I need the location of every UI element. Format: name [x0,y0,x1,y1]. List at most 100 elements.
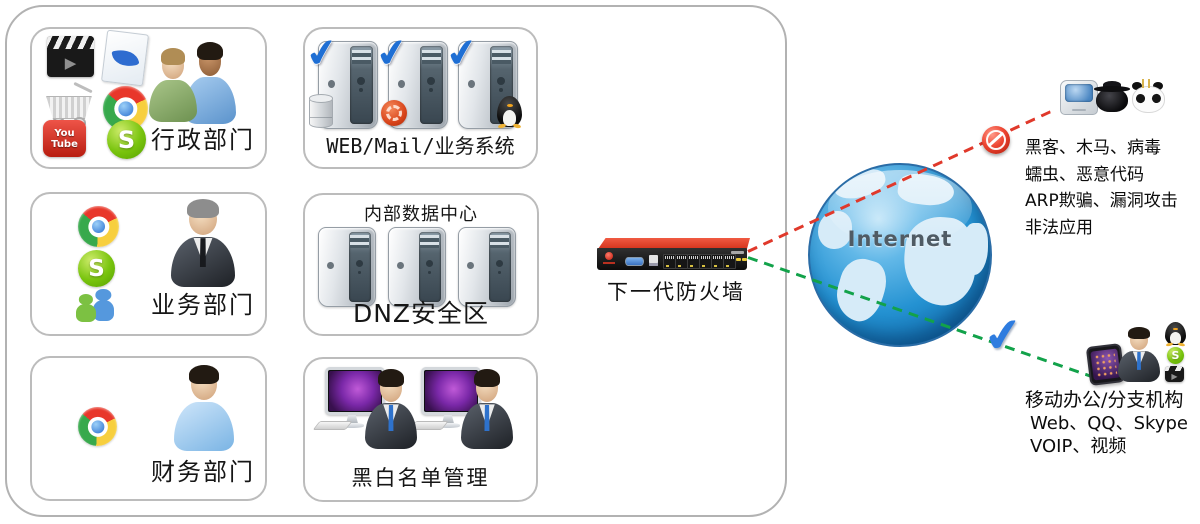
business-zone-label: 业务部门 [151,291,255,319]
blacklist-admin-user [365,368,417,449]
hacker-spy-icon [1094,81,1130,113]
spy-hat-dome [1103,81,1121,89]
threat-line-4: 非法应用 [1025,217,1093,238]
threat-line-3: ARP欺骗、漏洞攻击 [1025,191,1178,211]
incense-sticks [1142,78,1153,88]
imac-base [435,423,461,429]
admin-zone-box: ▶ You Tube S 行政部门 [30,27,267,169]
database-icon [309,94,333,128]
status-led [736,258,741,261]
server-tower-app: ✔ [442,29,522,129]
webmail-zone-label: WEB/Mail/业务系统 [326,134,515,158]
vendor-logo-icon [603,252,615,264]
allow-check-icon: ✔ [980,305,1027,365]
mobile-line-3: VOIP、视频 [1030,436,1127,457]
person-head [186,198,220,235]
check-icon: ✔ [442,28,482,78]
ubuntu-icon [381,100,407,126]
server-tower-mail: ✔ [372,29,448,129]
skype-icon: S [107,120,146,159]
person-body [149,80,197,122]
imac-stand [442,415,454,424]
firewall-top-panel [598,238,750,249]
person-body [174,401,234,451]
server-tower-dc3 [458,227,516,307]
prohibition-icon [982,126,1010,154]
mobile-line-1: 移动办公/分支机构 [1025,389,1184,411]
blacklist-zone-box: 黑白名单管理 [303,357,538,502]
skype-icon: S [1167,347,1184,364]
firewall-label: 下一代防火墙 [607,280,745,304]
chrome-icon [78,407,117,446]
usb-port [649,255,658,266]
admin-zone-label: 行政部门 [151,126,255,154]
globe-gloss [828,170,972,246]
finance-user [174,364,234,451]
play-icon: ▶ [1171,371,1178,381]
person-head [377,368,404,402]
mobile-user [1118,327,1160,382]
business-user [171,198,235,287]
person-body [1118,350,1160,382]
threat-line-2: 蠕虫、恶意代码 [1025,164,1144,185]
blacklist-zone-label: 黑白名单管理 [351,466,490,490]
server-tower-dc2 [388,227,446,307]
play-icon: ▶ [64,53,77,72]
server-tower-web: ✔ [302,29,378,129]
firewall-front-panel [597,248,747,270]
tux-beak [1172,327,1178,331]
tux-penguin-icon [1165,322,1186,345]
keyboard-icon [312,421,354,431]
person-body [365,403,417,449]
tux-belly [1170,332,1181,345]
panda-ear [1132,82,1143,91]
mobile-line-2: Web、QQ、Skype [1030,413,1188,434]
blacklist-admin-user [461,368,513,449]
skype-letter: S [117,125,136,154]
skype-letter: S [1171,349,1180,362]
person-head [1128,327,1151,350]
panda-virus-icon [1131,78,1166,114]
clapper-stripes [47,36,94,50]
server-front-panel [348,231,372,303]
cart-basket [46,95,92,120]
threat-line-1: 黑客、木马、病毒 [1025,138,1161,158]
business-zone-box: S 业务部门 [30,192,267,336]
skype-letter: S [88,255,105,282]
youtube-text-bottom: Tube [51,138,78,150]
datacenter-title: 内部数据中心 [364,204,478,225]
server-front-panel [418,231,442,303]
foxmail-file-icon [100,29,150,87]
youtube-text-top: You [54,127,75,139]
old-computer-icon [1060,80,1098,115]
finance-zone-label: 财务部门 [151,458,255,486]
server-tower-dc1 [318,227,376,307]
movie-clapper-icon: ▶ [47,36,94,77]
skype-icon: S [78,250,115,287]
person-head [196,41,223,76]
buddy-blue [92,299,114,321]
finance-zone-box: 财务部门 [30,356,267,501]
vga-port [625,257,644,266]
person-body [461,403,513,449]
internet-globe: Internet [808,163,992,347]
server-front-panel [419,46,443,124]
chrome-icon [78,206,119,247]
firewall-appliance [596,238,751,272]
imac-stand [346,415,358,424]
spy-body [1096,88,1128,113]
check-icon: ✔ [372,28,412,78]
buddy-green [76,303,96,322]
swallow-icon [111,46,139,70]
youtube-icon: You Tube [43,120,86,157]
continent-shape [962,223,988,275]
spy-hat-brim [1094,86,1130,92]
admin-user-female [149,48,197,122]
tux-penguin-icon [497,96,522,127]
clapper-stripes [1165,366,1184,372]
person-head [160,48,186,79]
tux-belly [503,109,516,126]
dmz-zone-label: DNZ安全区 [352,299,490,328]
person-head [188,364,220,401]
